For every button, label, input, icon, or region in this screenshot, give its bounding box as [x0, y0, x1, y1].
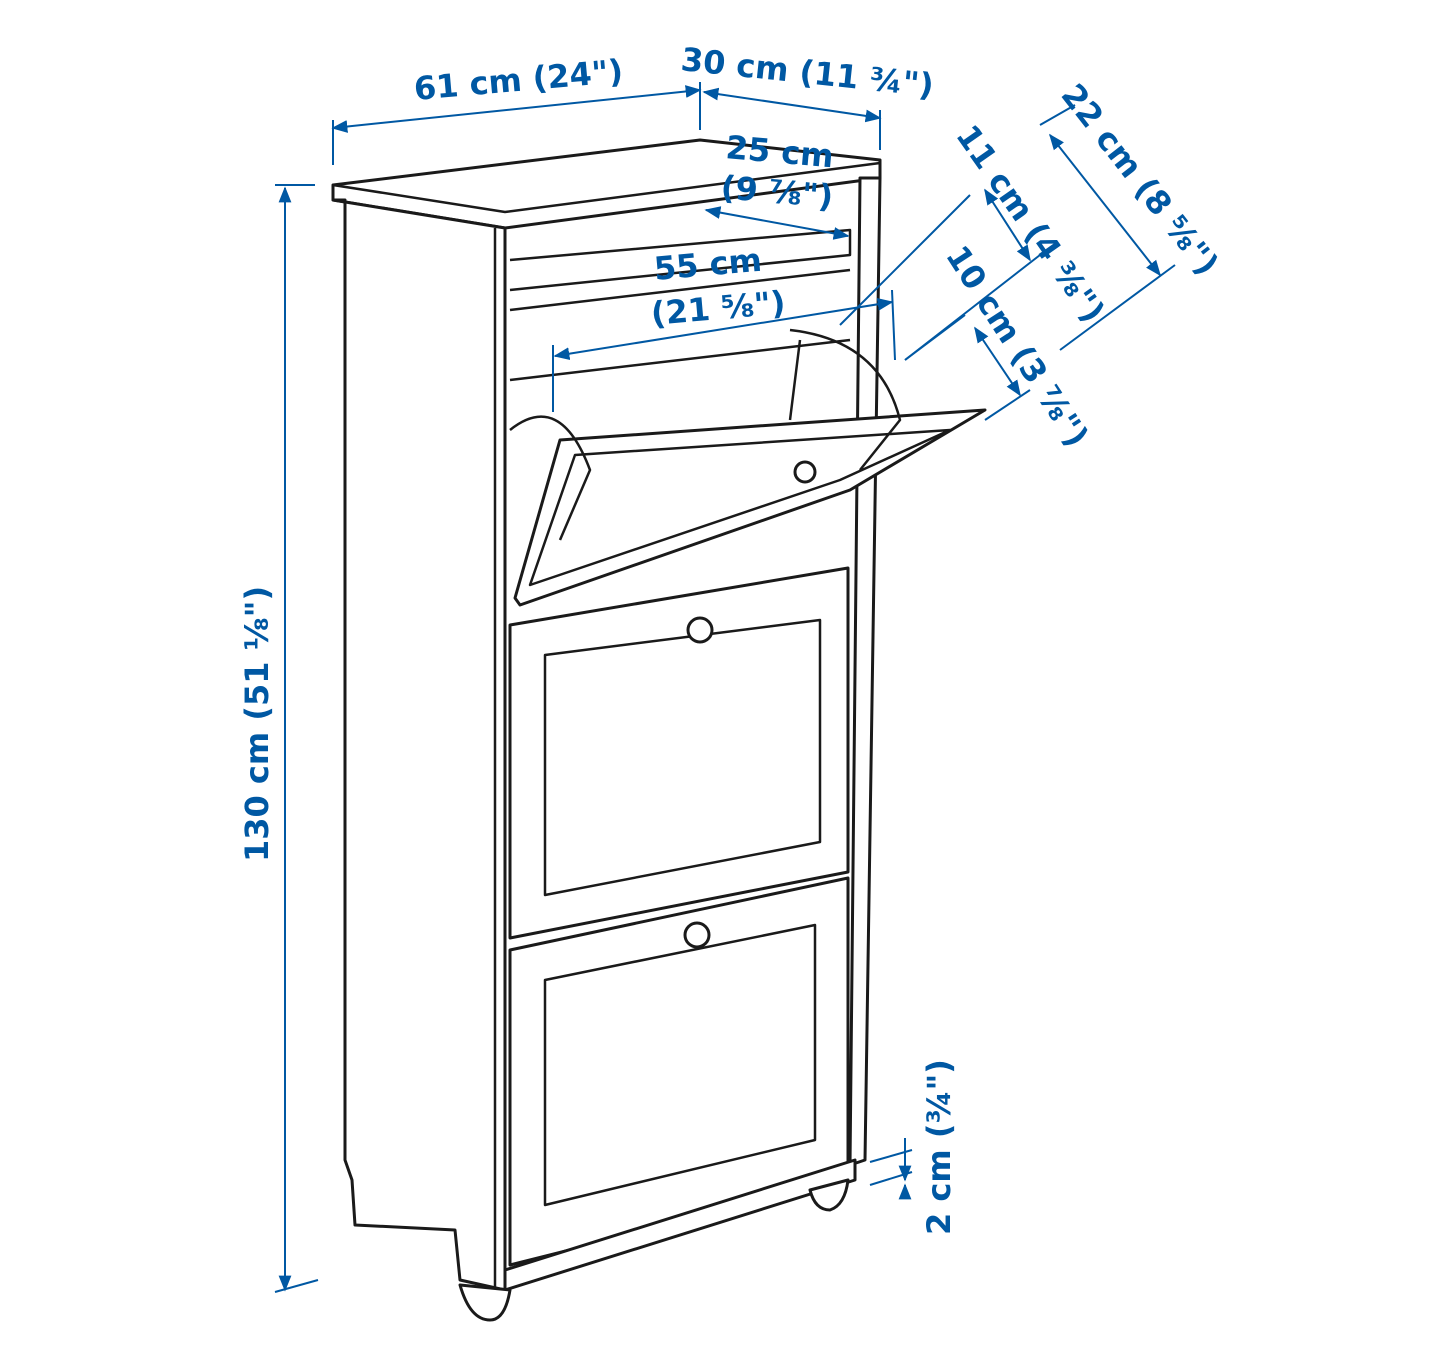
inner-width-label-line1: 55 cm	[652, 241, 763, 288]
cabinet-body	[331, 138, 987, 1322]
height-label: 130 cm (51 ⅛")	[238, 586, 276, 862]
inner-depth-label-line1: 25 cm	[724, 128, 835, 175]
dimension-lines	[274, 82, 1176, 1293]
knob-icon	[686, 616, 714, 644]
width-label: 61 cm (24")	[412, 52, 624, 108]
foot-height-label: 2 cm (¾")	[920, 1059, 958, 1235]
dimension-labels: 61 cm (24") 30 cm (11 ¾") 25 cm (9 ⅞") 5…	[238, 40, 1226, 1235]
knob-icon	[683, 921, 711, 949]
compartment-22-label: 22 cm (8 ⅝")	[1054, 77, 1227, 283]
